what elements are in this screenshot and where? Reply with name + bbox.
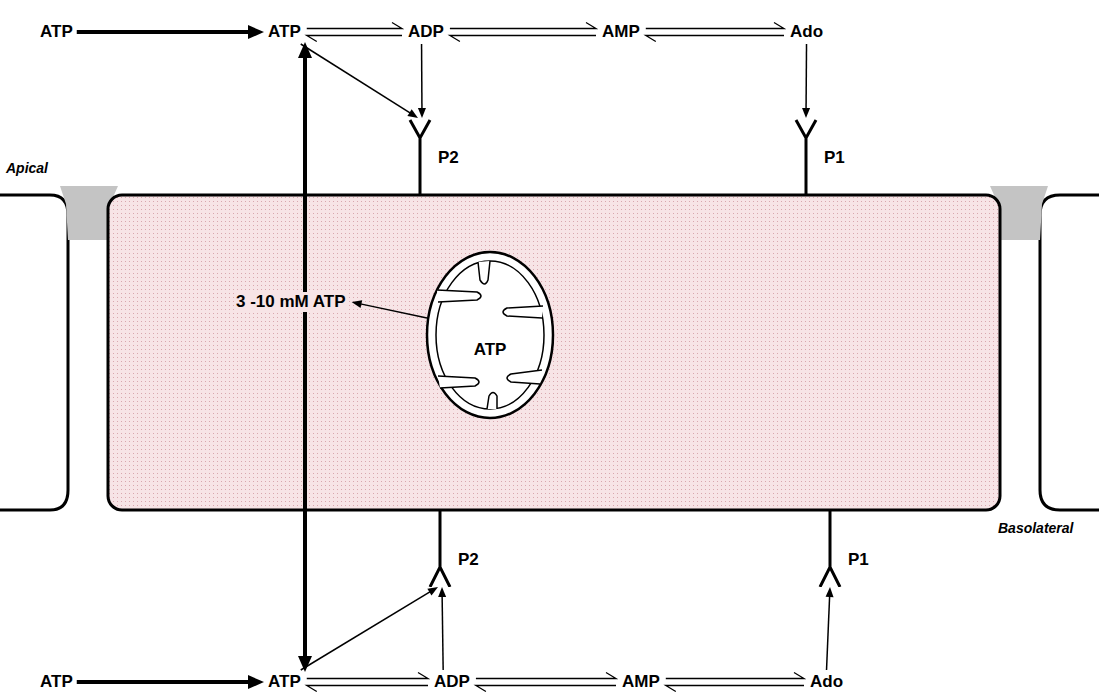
epithelial-cell (108, 195, 1000, 510)
node-text: ATP (268, 22, 301, 41)
receptor-symbol (794, 118, 818, 195)
purinergic-receptor: P2 (428, 510, 481, 587)
mitochondrion-outline (425, 250, 555, 420)
receptor-symbol (408, 118, 432, 195)
node-label: P1 (824, 148, 845, 168)
node-text: ADP (434, 672, 470, 691)
reaction-arrow (476, 673, 616, 692)
node-label: ATP (425, 340, 555, 360)
reaction-arrow (450, 23, 596, 42)
node-text: ATP (40, 22, 73, 41)
node-label: P1 (848, 550, 869, 570)
reaction-arrow (307, 673, 428, 692)
reaction-arrow (301, 587, 438, 670)
molecule-label: AMP (598, 22, 644, 42)
node-text: ATP (40, 672, 73, 691)
reaction-arrow (666, 673, 804, 692)
purinergic-receptor: P1 (818, 510, 871, 587)
mitochondrion: ATP (425, 250, 555, 420)
region-label: Apical (6, 160, 48, 176)
node-label: P2 (458, 550, 479, 570)
molecule-label: ADP (430, 672, 474, 692)
neighbor-cell (1040, 195, 1099, 510)
molecule-label: AMP (618, 672, 664, 692)
reaction-arrow (77, 675, 264, 689)
node-label: P2 (438, 148, 459, 168)
purinergic-receptor: P1 (794, 118, 847, 195)
receptor-symbol (428, 510, 452, 587)
node-text: Ado (810, 672, 843, 691)
molecule-label: ATP (264, 672, 305, 692)
reaction-arrow (646, 23, 784, 42)
reaction-arrow (77, 25, 264, 39)
node-text: 3 -10 mM ATP (234, 292, 348, 311)
node-text: AMP (602, 22, 640, 41)
reaction-arrow (352, 300, 427, 318)
molecule-label: ATP (36, 672, 77, 692)
node-text: ATP (268, 672, 301, 691)
reaction-arrow (298, 312, 312, 672)
region-label: Basolateral (998, 520, 1073, 536)
neighbor-cell (0, 195, 68, 510)
reaction-arrow (826, 587, 834, 670)
molecule-label: ATP (264, 22, 305, 42)
reaction-arrow (301, 44, 418, 118)
molecule-label: ATP (36, 22, 77, 42)
node-text: ADP (408, 22, 444, 41)
molecule-label: 3 -10 mM ATP (230, 292, 352, 312)
purinergic-receptor: P2 (408, 118, 461, 195)
node-text: Ado (790, 22, 823, 41)
reaction-arrow (307, 23, 402, 42)
molecule-label: Ado (786, 22, 827, 42)
reaction-arrow (802, 44, 810, 118)
reaction-arrow (438, 587, 446, 670)
molecule-label: Ado (806, 672, 847, 692)
molecule-label: ADP (404, 22, 448, 42)
reaction-arrow (418, 44, 426, 118)
receptor-symbol (818, 510, 842, 587)
reaction-arrow (298, 42, 312, 292)
node-text: AMP (622, 672, 660, 691)
